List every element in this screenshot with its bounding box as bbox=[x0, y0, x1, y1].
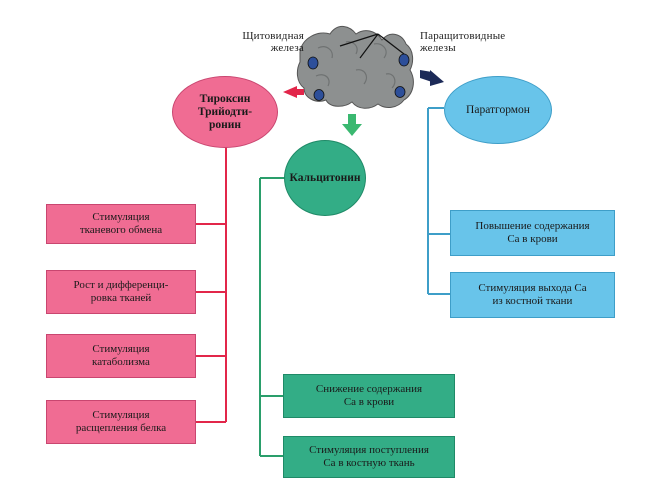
thyroid-gland-label: Щитовидная железа bbox=[242, 30, 304, 54]
parathormone-connectors bbox=[427, 107, 450, 295]
parathormone-effect-box: Стимуляция выхода Са из костной ткани bbox=[450, 272, 615, 318]
arrow-to-parathormone bbox=[420, 70, 444, 86]
thyroxine-connectors bbox=[196, 145, 227, 423]
parathormone-node: Паратгормон bbox=[444, 76, 552, 144]
calcitonin-node: Кальцитонин bbox=[284, 140, 366, 216]
thyroid-gland-illustration bbox=[296, 26, 414, 109]
thyroxine-effect-box: Стимуляция расщепления белка bbox=[46, 400, 196, 444]
calcitonin-effect-box: Стимуляция поступления Са в костную ткан… bbox=[283, 436, 455, 478]
parathormone-effect-box: Повышение содержания Са в крови bbox=[450, 210, 615, 256]
thyroxine-effect-box: Рост и дифференци- ровка тканей bbox=[46, 270, 196, 314]
calcitonin-effect-box: Снижение содержания Са в крови bbox=[283, 374, 455, 418]
thyroxine-effect-box: Стимуляция катаболизма bbox=[46, 334, 196, 378]
parathyroid-glands-label: Паращитовидные железы bbox=[420, 30, 506, 54]
thyroxine-effect-box: Стимуляция тканевого обмена bbox=[46, 204, 196, 244]
arrow-to-thyroxine bbox=[283, 86, 304, 98]
arrow-to-calcitonin bbox=[342, 114, 362, 136]
thyroxine-node: Тироксин Трийодти- ронин bbox=[172, 76, 278, 148]
